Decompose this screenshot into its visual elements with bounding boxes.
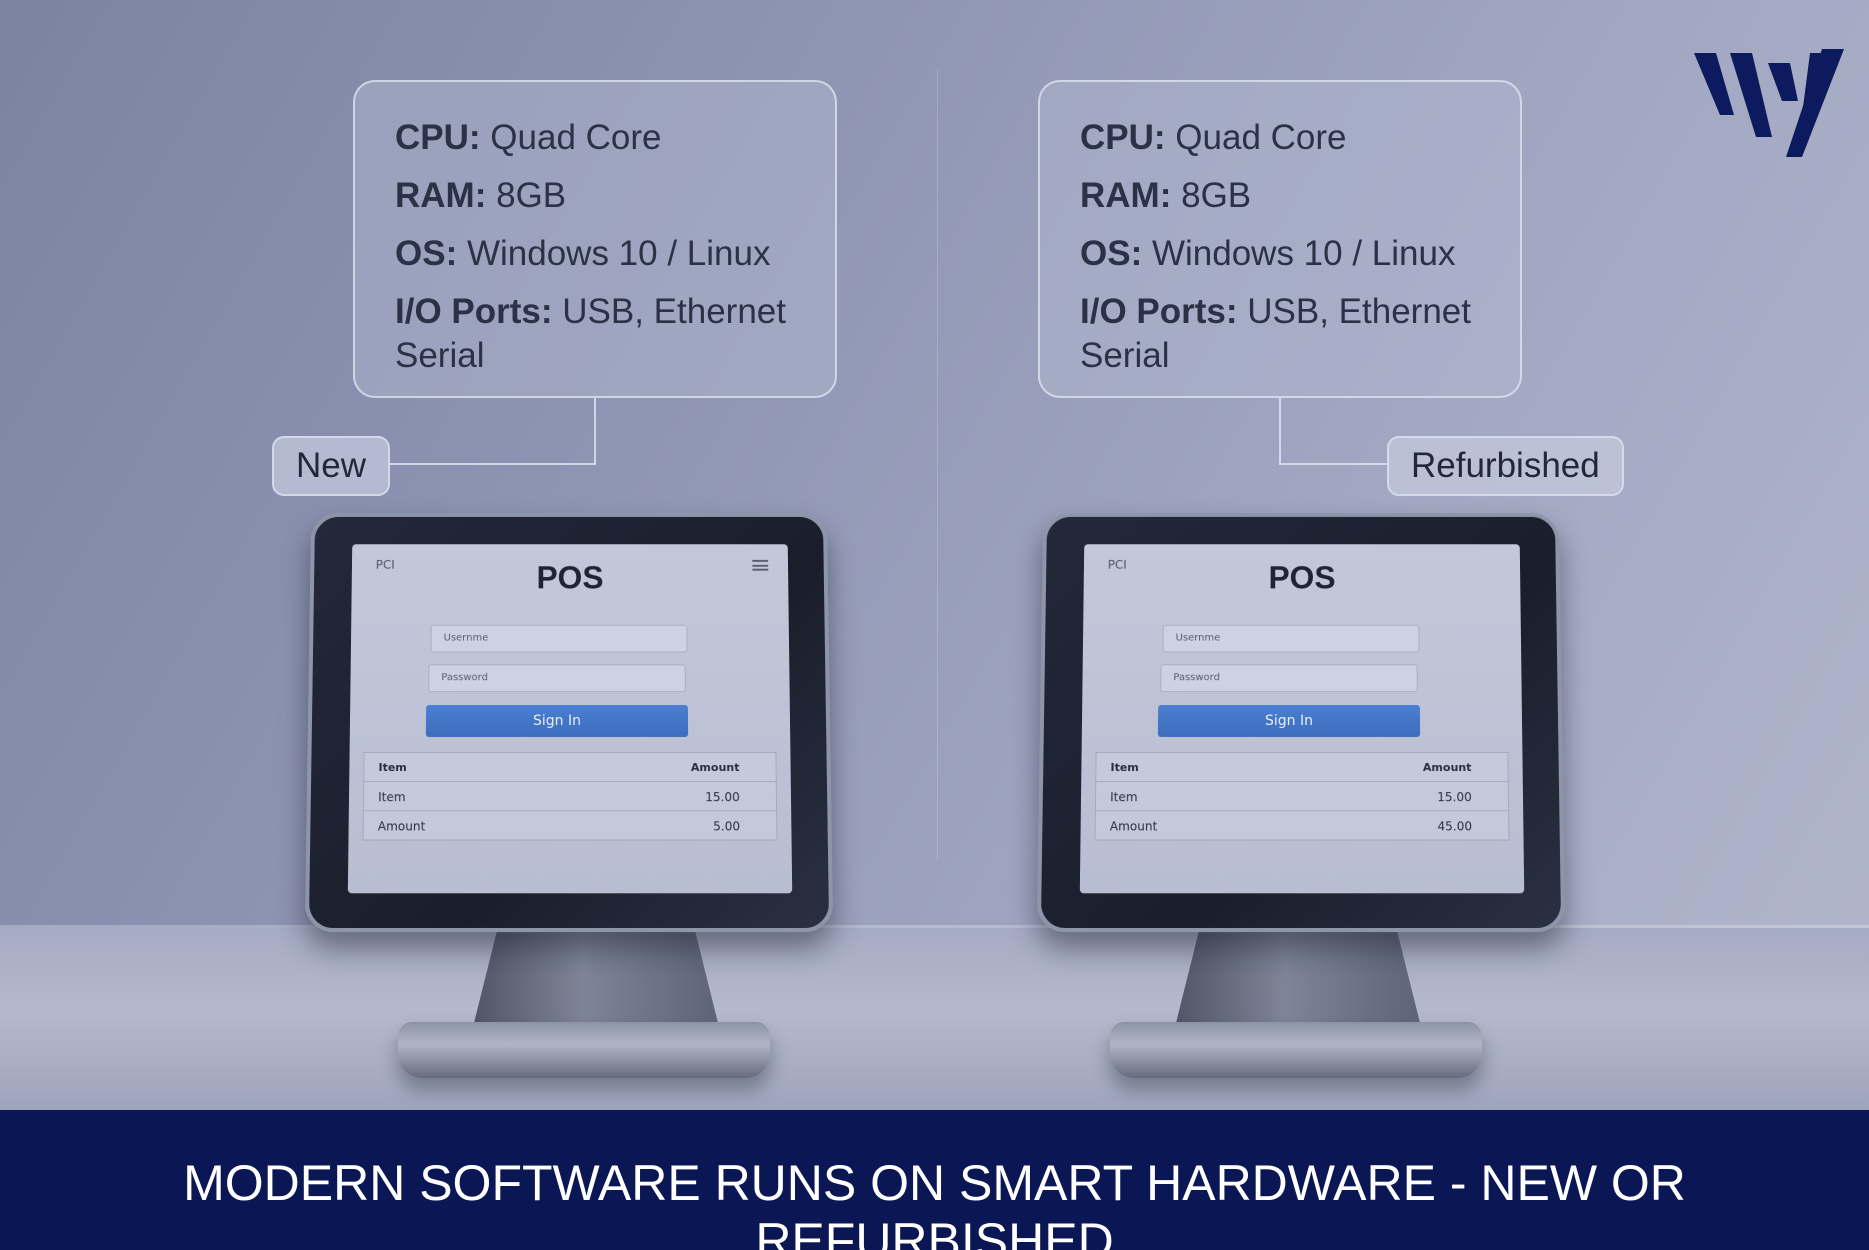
tag-new: New <box>272 436 391 496</box>
spec-ram: RAM: 8GB <box>1080 176 1252 215</box>
username-input[interactable]: Usernme <box>430 624 688 653</box>
password-input[interactable]: Password <box>1160 664 1418 693</box>
username-input[interactable]: Usernme <box>1162 624 1420 653</box>
tabletop <box>0 928 1869 1110</box>
connector-vertical-new <box>594 398 596 464</box>
connector-vertical-refurbished <box>1279 398 1281 464</box>
stand-base-new <box>398 1022 770 1078</box>
caption-bar <box>0 1110 1869 1250</box>
spec-io-ports: I/O Ports: USB, Ethernet Serial <box>395 292 786 375</box>
table-row: Amount 5.00 <box>377 819 741 834</box>
stand-base-refurbished <box>1110 1022 1482 1078</box>
tabletop-edge <box>0 925 1869 929</box>
pos-table: Item Amount Item 15.00 Amount 45.00 <box>1094 751 1510 841</box>
spec-card-refurbished: CPU: Quad Core RAM: 8GB OS: Windows 10 /… <box>1038 80 1522 398</box>
table-row: Item 15.00 <box>363 782 777 812</box>
spec-cpu: CPU: Quad Core <box>1080 118 1347 157</box>
table-header: Item Amount <box>1096 752 1508 783</box>
pos-terminal-refurbished: PCI POS Usernme Password Sign In Item Am… <box>1036 513 1566 933</box>
table-header: Item Amount <box>364 752 776 783</box>
connector-horizontal-refurbished <box>1279 463 1389 465</box>
caption-text: MODERN SOFTWARE RUNS ON SMART HARDWARE -… <box>183 1155 1686 1250</box>
spec-os: OS: Windows 10 / Linux <box>1080 234 1456 273</box>
pos-screen-refurbished: PCI POS Usernme Password Sign In Item Am… <box>1079 544 1525 894</box>
pos-table: Item Amount Item 15.00 Amount 5.00 <box>362 751 778 841</box>
sign-in-button[interactable]: Sign In <box>1157 705 1421 737</box>
pos-title: POS <box>1268 559 1336 596</box>
spec-ram: RAM: 8GB <box>395 176 567 215</box>
spec-io-ports: I/O Ports: USB, Ethernet Serial <box>1080 292 1471 375</box>
table-row: Amount 45.00 <box>1109 819 1473 834</box>
table-row: Item 15.00 <box>1095 782 1509 812</box>
spec-cpu: CPU: Quad Core <box>395 118 662 157</box>
password-input[interactable]: Password <box>428 664 686 693</box>
pos-title: POS <box>536 559 604 596</box>
connector-horizontal-new <box>390 463 596 465</box>
tag-refurbished: Refurbished <box>1387 436 1624 496</box>
brand-logo-icon <box>1694 49 1844 157</box>
spec-card-new: CPU: Quad Core RAM: 8GB OS: Windows 10 /… <box>353 80 837 398</box>
sign-in-button[interactable]: Sign In <box>425 705 689 737</box>
pos-screen-new: PCI POS Usernme Password Sign In Item Am… <box>347 544 793 894</box>
pos-terminal-new: PCI POS Usernme Password Sign In Item Am… <box>304 513 834 933</box>
center-divider <box>937 70 938 860</box>
spec-os: OS: Windows 10 / Linux <box>395 234 771 273</box>
